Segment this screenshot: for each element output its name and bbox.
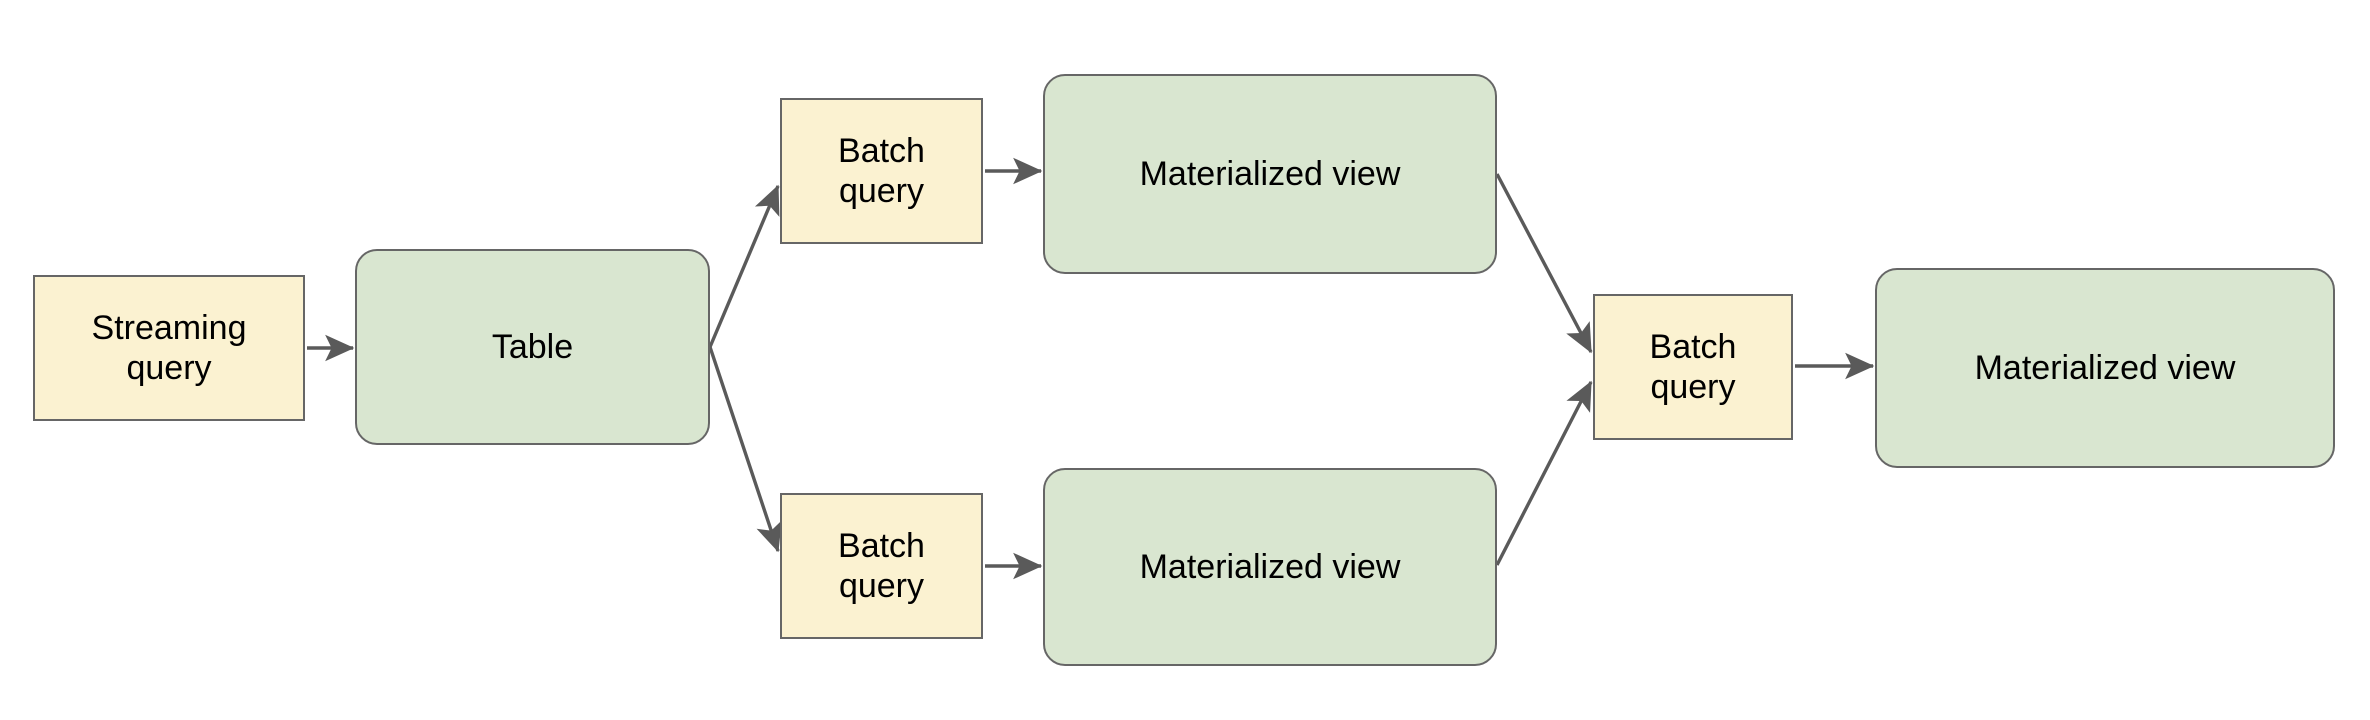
node-mat-view-bottom[interactable]: Materialized view xyxy=(1043,468,1497,666)
node-label-table: Table xyxy=(491,327,574,366)
node-batch-query-bottom[interactable]: Batch query xyxy=(780,493,983,639)
node-label-batch-query-join: Batch query xyxy=(1649,327,1737,406)
node-table[interactable]: Table xyxy=(355,249,710,445)
node-label-streaming-query: Streaming query xyxy=(91,308,247,387)
node-mat-view-top[interactable]: Materialized view xyxy=(1043,74,1497,274)
edge-table-to-batch-bottom xyxy=(708,346,782,553)
node-label-batch-query-top: Batch query xyxy=(838,131,925,210)
node-label-mat-view-top: Materialized view xyxy=(1139,154,1401,193)
node-batch-query-join[interactable]: Batch query xyxy=(1593,294,1793,440)
node-mat-view-final[interactable]: Materialized view xyxy=(1875,268,2335,468)
edge-mv-bottom-to-batch-join xyxy=(1495,380,1593,566)
node-label-mat-view-bottom: Materialized view xyxy=(1139,547,1401,586)
edge-mv-top-to-batch-join xyxy=(1495,173,1593,354)
edge-table-to-batch-top xyxy=(708,184,780,348)
node-label-batch-query-bottom: Batch query xyxy=(838,526,925,605)
node-batch-query-top[interactable]: Batch query xyxy=(780,98,983,244)
node-streaming-query[interactable]: Streaming query xyxy=(33,275,305,421)
node-label-mat-view-final: Materialized view xyxy=(1974,348,2236,387)
